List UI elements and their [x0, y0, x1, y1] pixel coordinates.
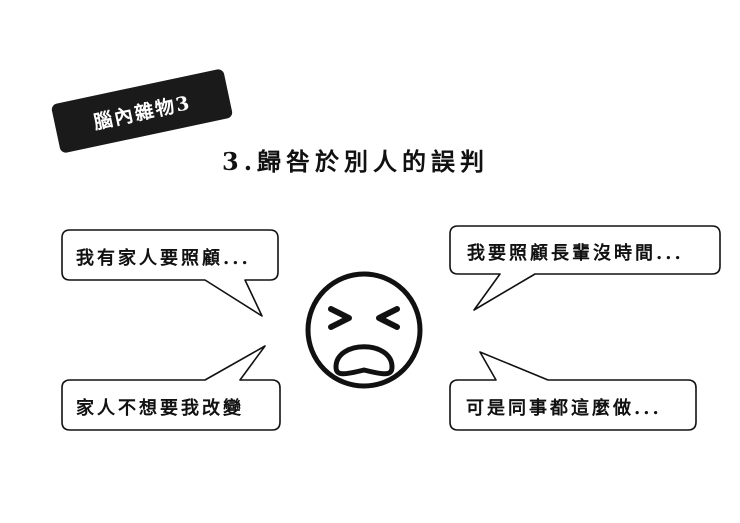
mouth-icon: [333, 344, 395, 377]
page-heading: 3.歸咎於別人的誤判: [222, 147, 490, 176]
bubble-text-top-left: 我有家人要照顧...: [76, 248, 251, 269]
crying-face-icon: [305, 271, 423, 389]
right-eye-icon: [376, 306, 400, 330]
bubble-text-bottom-left: 家人不想要我改變: [76, 398, 244, 419]
speech-bubble-bottom-right: [449, 351, 697, 431]
speech-bubble-bottom-left: [61, 345, 281, 431]
bubble-text-top-right: 我要照顧長輩沒時間...: [467, 243, 684, 264]
left-eye-icon: [328, 306, 352, 330]
speech-bubble-top-right: [449, 225, 721, 311]
bubble-text-bottom-right: 可是同事都這麼做...: [466, 398, 662, 419]
speech-bubble-top-left: [61, 229, 279, 317]
